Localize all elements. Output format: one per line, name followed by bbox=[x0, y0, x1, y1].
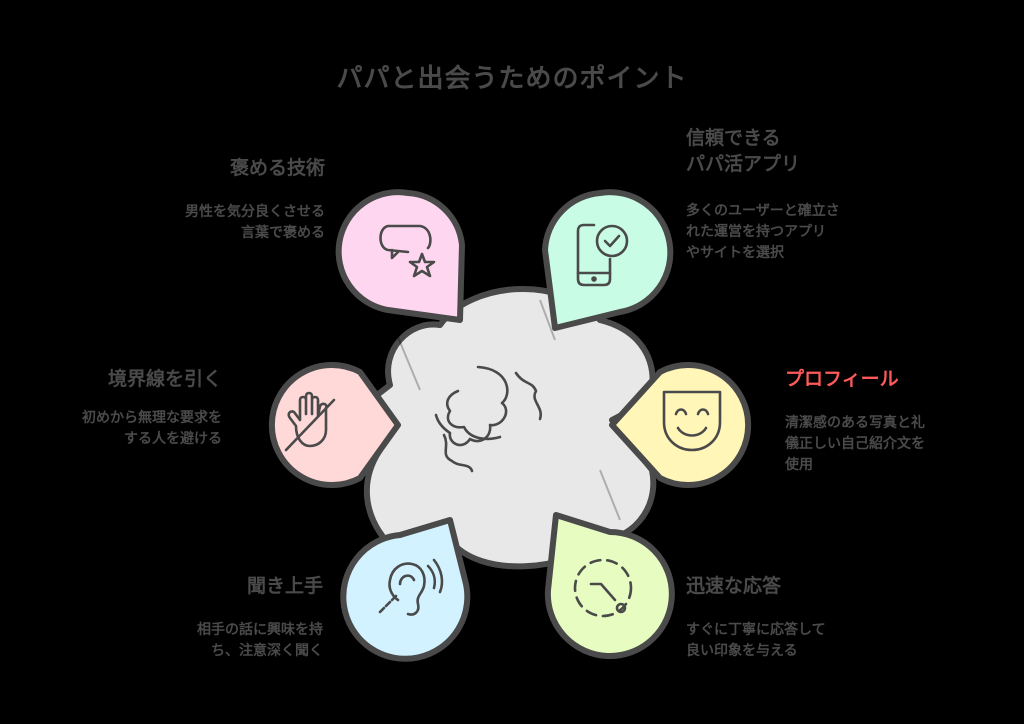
ear-listening-icon bbox=[378, 558, 444, 616]
node-label-boundary: 境界線を引く bbox=[107, 368, 222, 390]
node-label-app: 信頼できる パパ活アプリ bbox=[686, 125, 906, 177]
desc-line: する人を避ける bbox=[124, 431, 222, 447]
node-praise bbox=[335, 189, 465, 323]
desc-line: 男性を気分良くさせる bbox=[185, 204, 325, 220]
desc-line: 言葉で褒める bbox=[241, 225, 325, 241]
desc-line: 相手の話に興味を持 bbox=[197, 622, 323, 638]
node-desc-response: すぐに丁寧に応答して 良い印象を与える bbox=[686, 620, 906, 662]
desc-line: れた運営を持つアプリ bbox=[686, 224, 826, 240]
desc-line: 儀正しい自己紹介文を bbox=[785, 436, 925, 452]
node-desc-app: 多くのユーザーと確立さ れた運営を持つアプリ やサイトを選択 bbox=[686, 201, 906, 264]
label-line: パパ活アプリ bbox=[686, 153, 801, 175]
desc-line: 初めから無理な要求を bbox=[82, 410, 222, 426]
node-listening bbox=[340, 517, 471, 662]
node-desc-profile: 清潔感のある写真と礼 儀正しい自己紹介文を 使用 bbox=[785, 413, 1005, 476]
smiling-mask-icon bbox=[662, 390, 722, 452]
label-line: 信頼できる bbox=[686, 127, 781, 149]
hand-stop-icon bbox=[284, 391, 336, 452]
desc-line: やサイトを選択 bbox=[686, 245, 784, 261]
dashed-clock-icon bbox=[573, 558, 633, 618]
desc-line: 多くのユーザーと確立さ bbox=[686, 203, 840, 219]
node-profile bbox=[609, 362, 752, 488]
speech-bubble-star-icon bbox=[379, 224, 436, 278]
fist-bump-icon bbox=[434, 365, 543, 473]
page-title: パパと出会うためのポイント bbox=[336, 64, 688, 94]
node-label-profile: プロフィール bbox=[785, 368, 899, 390]
node-label-praise: 褒める技術 bbox=[229, 157, 325, 179]
desc-line: 使用 bbox=[785, 457, 813, 473]
node-app bbox=[542, 189, 674, 331]
desc-line: ち、注意深く聞く bbox=[211, 643, 323, 659]
node-label-listening: 聞き上手 bbox=[246, 575, 323, 597]
node-boundary bbox=[268, 362, 401, 488]
node-desc-praise: 男性を気分良くさせる 言葉で褒める bbox=[100, 202, 325, 244]
desc-line: すぐに丁寧に応答して bbox=[686, 622, 826, 638]
desc-line: 良い印象を与える bbox=[686, 643, 798, 659]
phone-check-icon bbox=[576, 223, 629, 287]
node-response bbox=[544, 512, 675, 659]
node-label-response: 迅速な応答 bbox=[686, 575, 782, 597]
desc-line: 清潔感のある写真と礼 bbox=[785, 415, 925, 431]
node-desc-listening: 相手の話に興味を持 ち、注意深く聞く bbox=[100, 620, 323, 662]
node-desc-boundary: 初めから無理な要求を する人を避ける bbox=[20, 408, 222, 450]
